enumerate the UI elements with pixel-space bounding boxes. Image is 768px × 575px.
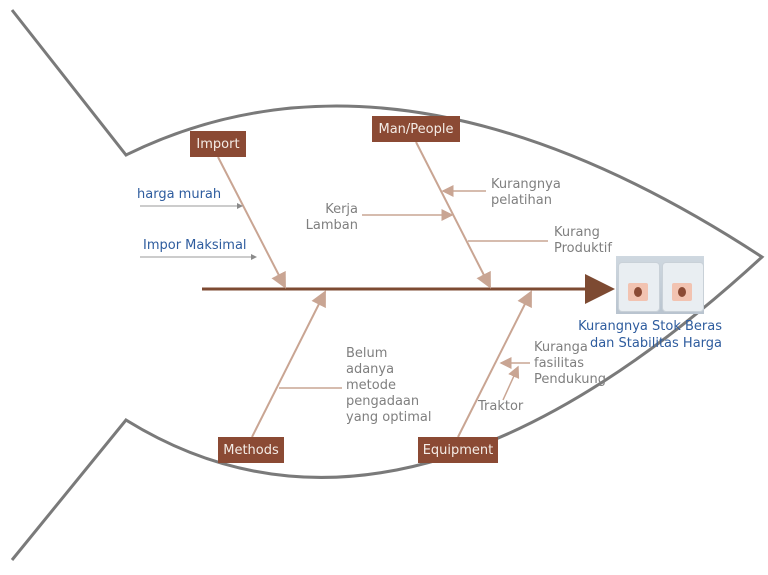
category-methods: Methods xyxy=(218,437,284,463)
cause-harga-murah: harga murah xyxy=(137,187,222,202)
fish-outline xyxy=(10,9,765,561)
category-import: Import xyxy=(190,131,246,157)
bone-methods xyxy=(251,290,326,438)
cause-kerja-lamban: Kerja Lamban xyxy=(305,202,358,233)
category-equipment: Equipment xyxy=(418,437,498,463)
effect-label: Kurangnya Stok Beras dan Stabilitas Harg… xyxy=(578,319,722,351)
category-man-people: Man/People xyxy=(372,116,460,142)
cause-traktor: Traktor xyxy=(478,399,524,414)
cause-impor-maksimal: Impor Maksimal xyxy=(143,238,247,253)
bone-import xyxy=(217,156,286,289)
cause-belum-adanya-metode: Belum adanya metode pengadaan yang optim… xyxy=(346,346,432,425)
cause-kurang-produktif: Kurang Produktif xyxy=(554,225,612,256)
arrow-traktor xyxy=(502,365,520,401)
cause-kuranga-fasilitas: Kuranga fasilitas Pendukung xyxy=(534,340,606,387)
bone-equipment xyxy=(457,290,532,438)
cause-kurangnya-pelatihan: Kurangnya pelatihan xyxy=(491,177,561,208)
rice-sacks-photo xyxy=(616,256,704,314)
